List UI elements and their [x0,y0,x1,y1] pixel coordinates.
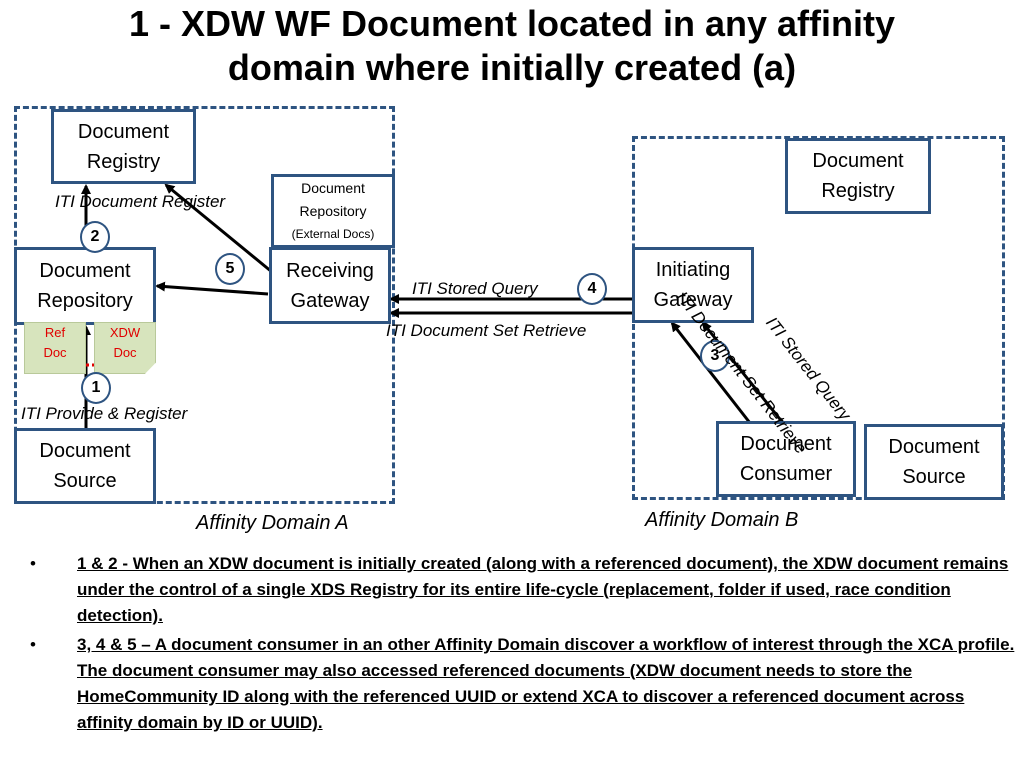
page-title: 1 - XDW WF Document located in any affin… [0,2,1024,90]
arrow-consumer-set-retrieve [670,321,752,424]
document-repository-a: Document Repository [14,247,156,325]
step-3-badge: 3 [700,340,730,372]
receiving-gateway: Receiving Gateway [269,247,391,324]
affinity-domain-a-label: Affinity Domain A [196,512,349,534]
affinity-domain-b-label: Affinity Domain B [645,509,799,531]
document-source-b: Document Source [864,424,1004,500]
step-2-badge: 2 [80,221,110,253]
bullet-marker: • [30,635,36,654]
step-1-badge: 1 [81,372,111,404]
arrow-consumer-stored-query [701,321,785,424]
bullet-item: • 3, 4 & 5 – A document consumer in an o… [30,632,1024,736]
bullet-text: 1 & 2 - When an XDW document is initiall… [77,554,1009,625]
external-repo-sublabel: (External Docs) [291,226,375,241]
external-repo-label: Document Repository [299,179,367,219]
step-5-badge: 5 [215,253,245,285]
label-document-register: ITI Document Register [55,192,226,211]
ref-doc-note: Ref Doc [24,322,86,374]
initiating-gateway: Initiating Gateway [632,247,754,323]
ref-doc-label: Ref Doc [43,325,67,360]
arrow-gateway-to-registry [164,183,273,274]
xdw-doc-label: XDW Doc [109,325,141,360]
bullet-text: 3, 4 & 5 – A document consumer in an oth… [77,635,1015,732]
label-provide-register: ITI Provide & Register [21,404,188,423]
bullet-list: • 1 & 2 - When an XDW document is initia… [30,551,1024,739]
document-registry-a: Document Registry [51,109,196,184]
label-stored-query: ITI Stored Query [412,279,538,298]
xdw-doc-note: XDW Doc [94,322,156,374]
arrow-gateway-to-repository [155,281,269,296]
title-line-1: 1 - XDW WF Document located in any affin… [128,3,896,44]
label-set-retrieve: ITI Document Set Retrieve [386,321,587,340]
document-registry-b: Document Registry [785,138,931,214]
document-consumer-b: Document Consumer [716,421,856,497]
bullet-item: • 1 & 2 - When an XDW document is initia… [30,551,1024,629]
bullet-marker: • [30,554,36,573]
document-source-a: Document Source [14,428,156,504]
title-line-2: domain where initially created (a) [227,47,797,88]
step-4-badge: 4 [577,273,607,305]
document-repository-external: Document Repository (External Docs) [271,174,395,248]
